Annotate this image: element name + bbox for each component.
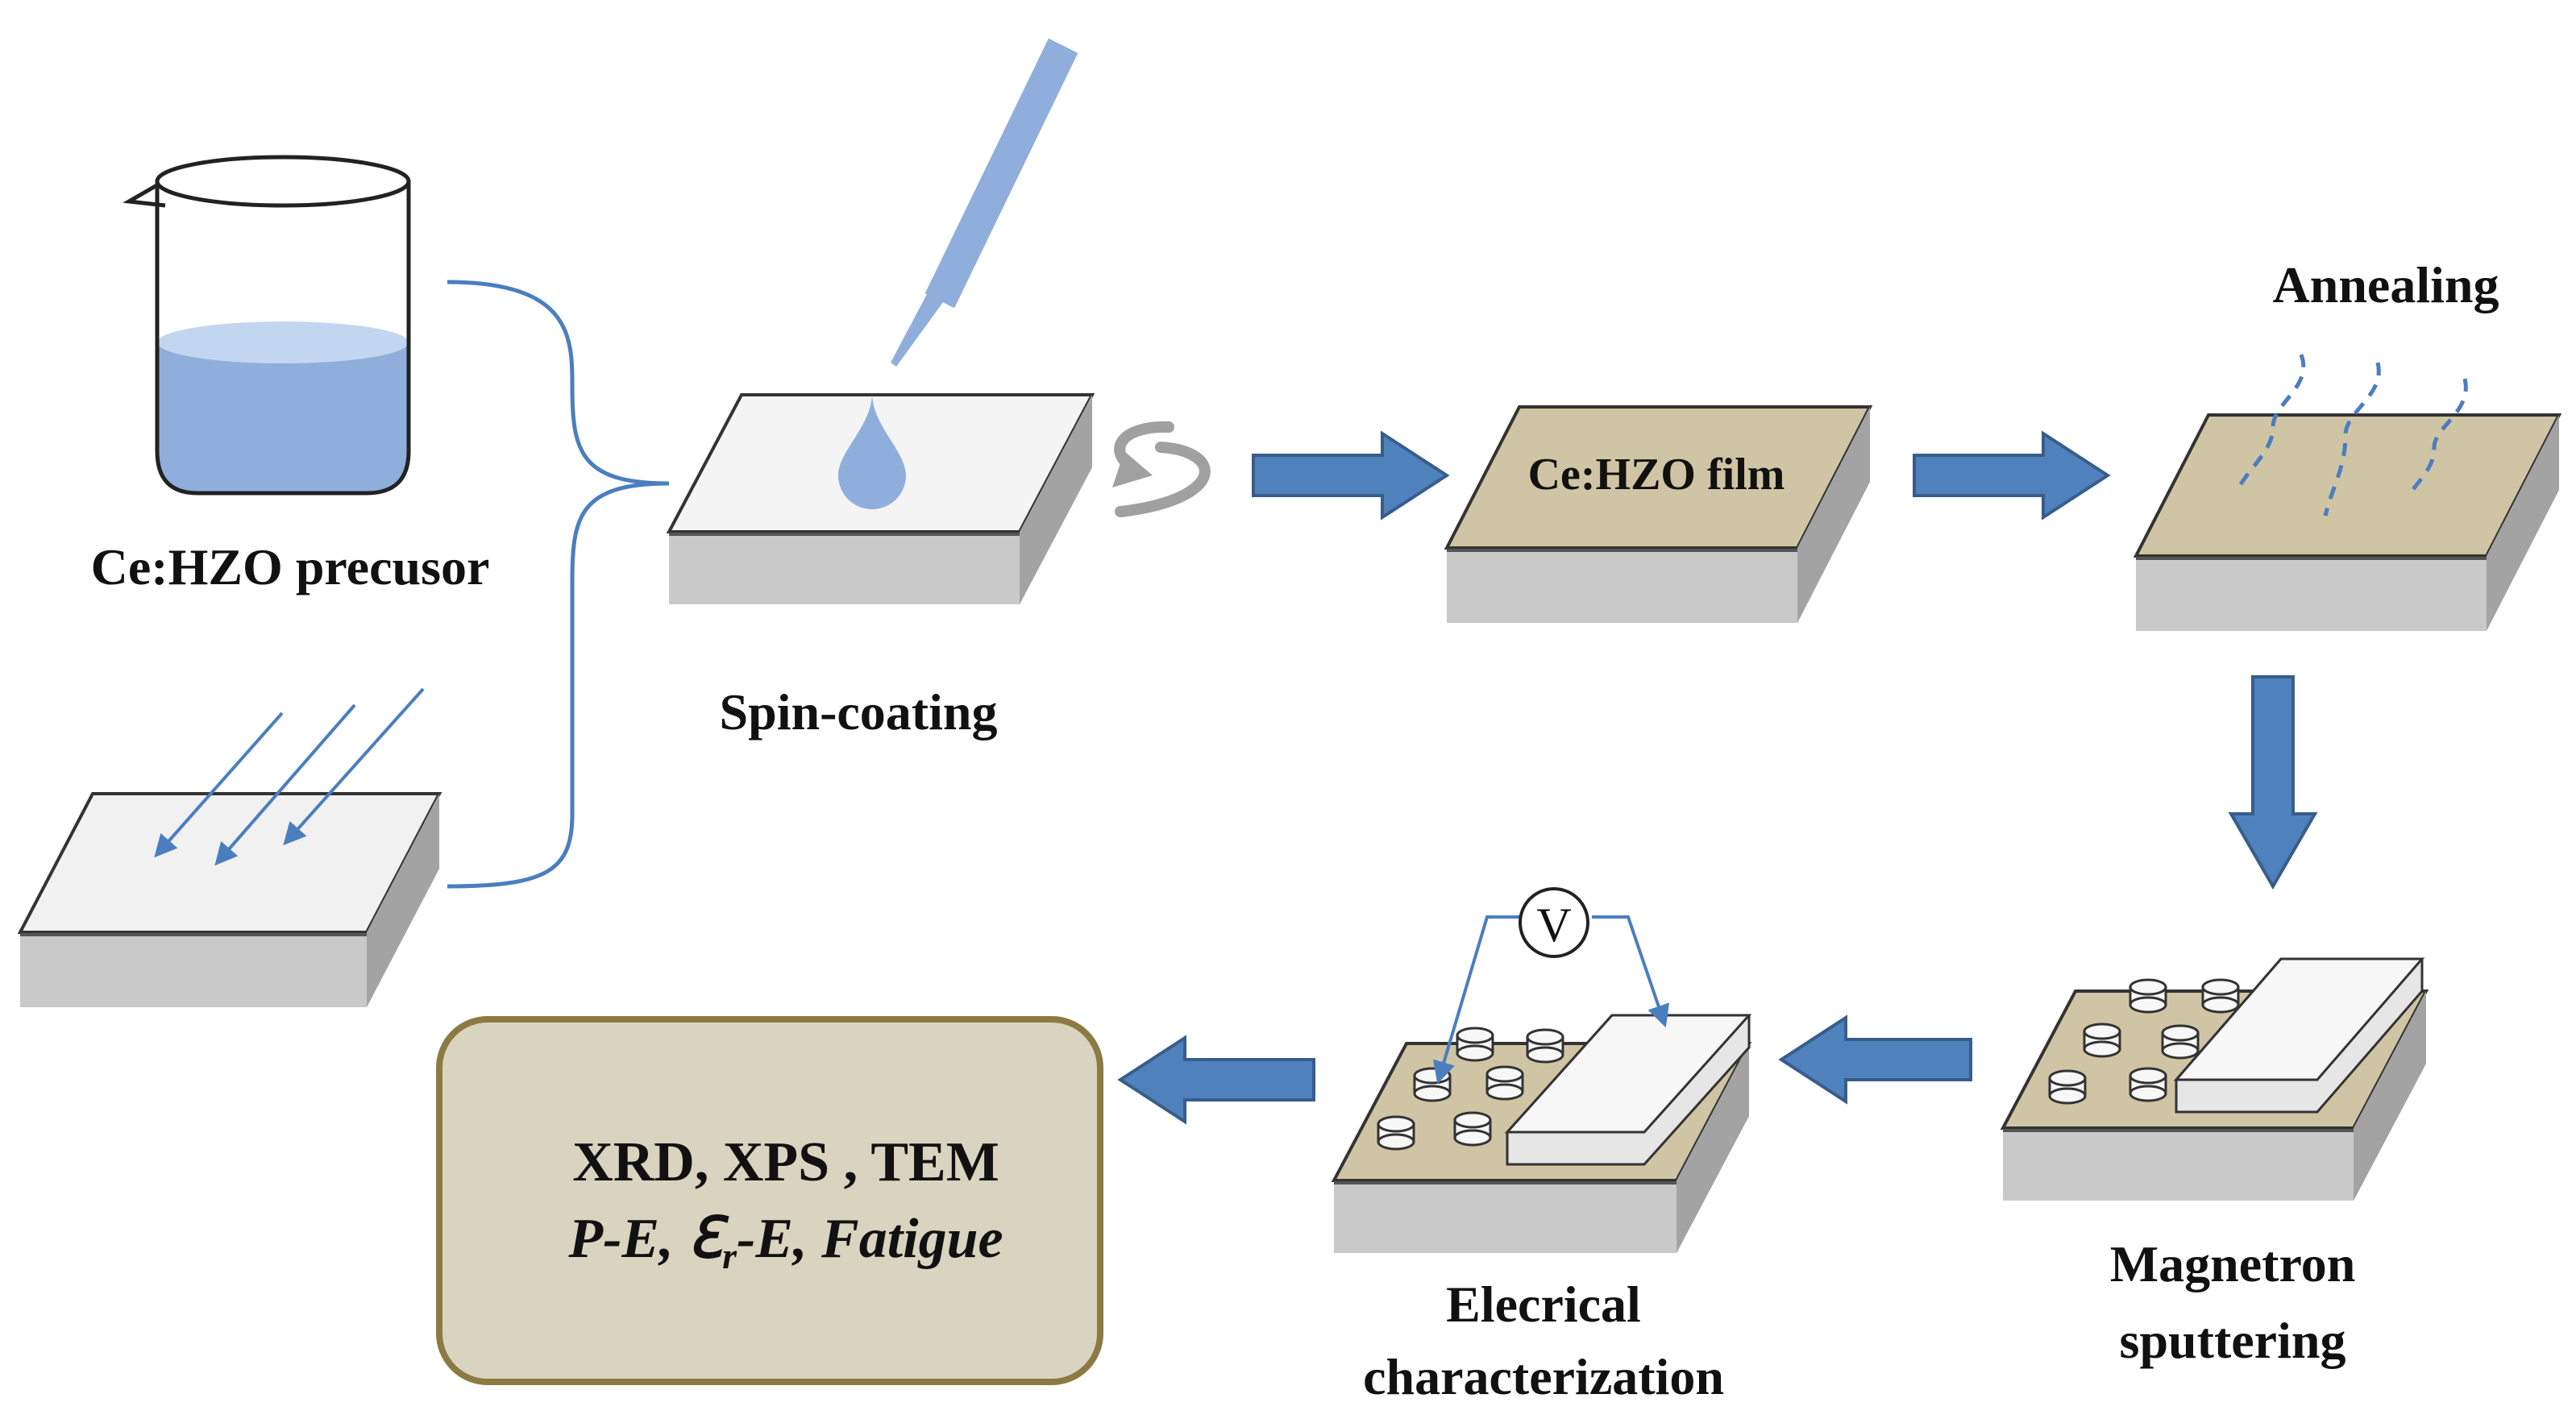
cleaning-arrows bbox=[154, 687, 425, 866]
results-box bbox=[436, 1016, 1103, 1385]
merge-connector bbox=[447, 280, 670, 889]
voltmeter-label: V bbox=[1536, 898, 1571, 952]
annealing-label: Annealing bbox=[2273, 256, 2499, 313]
flow-arrow-3 bbox=[2228, 675, 2318, 890]
bare-substrate bbox=[17, 792, 442, 1007]
results-line-1: XRD, XPS , TEM bbox=[572, 1131, 999, 1193]
magnetron-label-line1: Magnetron bbox=[2110, 1235, 2356, 1292]
results-line-2: P-E, ℇr-E, Fatigue bbox=[567, 1208, 1003, 1276]
heat-wave-icon bbox=[2234, 354, 2468, 517]
precursor-label: Ce:HZO precusor bbox=[91, 538, 490, 595]
rotation-icon bbox=[1112, 421, 1211, 517]
film-sample bbox=[1444, 405, 1873, 623]
pipette-icon bbox=[891, 34, 1082, 367]
flow-arrow-1 bbox=[1252, 430, 1450, 521]
electrode-dots-measure bbox=[1377, 1027, 1564, 1151]
probe-wires bbox=[1432, 915, 1670, 1085]
voltmeter-icon: V bbox=[1519, 887, 1589, 958]
beaker-icon bbox=[123, 155, 411, 496]
flow-arrow-4 bbox=[1778, 1014, 1972, 1105]
film-label: Ce:HZO film bbox=[1528, 450, 1785, 500]
annealed-sample bbox=[2133, 413, 2562, 631]
results-epsilon-sub: r bbox=[722, 1235, 737, 1276]
electrical-label-line1: Elecrical bbox=[1446, 1276, 1641, 1333]
flow-arrow-5 bbox=[1117, 1035, 1315, 1125]
results-pe: P-E, bbox=[567, 1208, 688, 1270]
spin-coating-label: Spin-coating bbox=[720, 683, 998, 741]
electrical-label-line2: characterization bbox=[1363, 1348, 1724, 1405]
results-fatigue: -E, Fatigue bbox=[737, 1208, 1003, 1270]
droplet-icon bbox=[838, 393, 906, 509]
magnetron-label-line2: sputtering bbox=[2120, 1312, 2346, 1369]
flow-arrow-2 bbox=[1913, 430, 2111, 521]
electrode-dots bbox=[2048, 978, 2240, 1105]
